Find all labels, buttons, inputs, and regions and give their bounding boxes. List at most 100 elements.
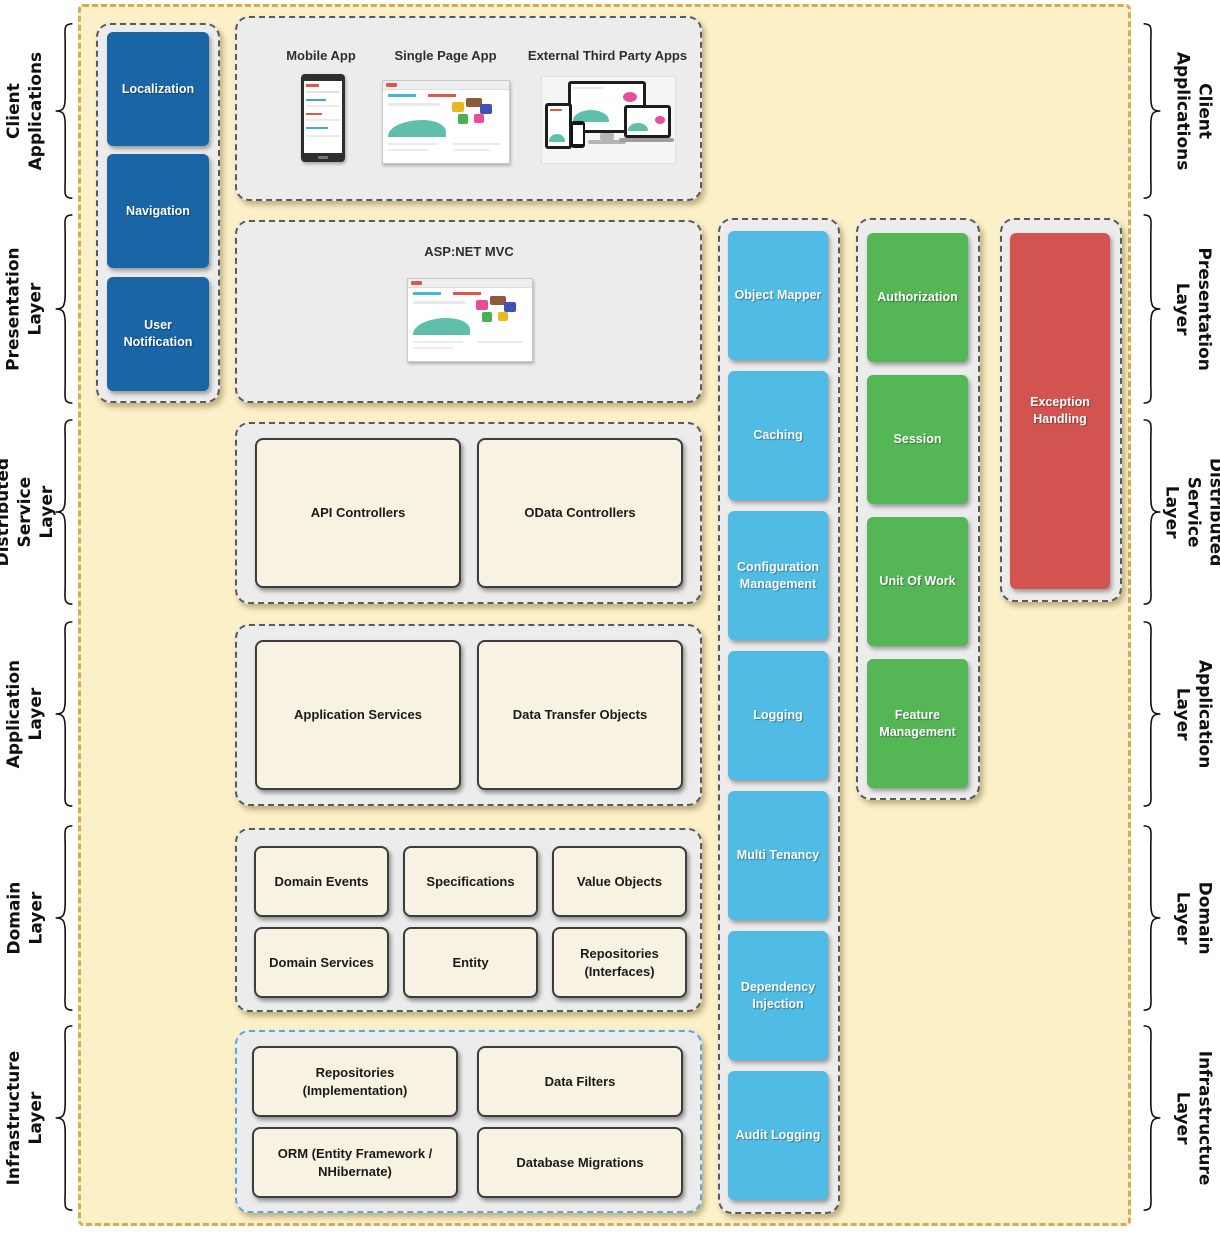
- map-blob: [475, 299, 488, 310]
- box-orm: ORM (Entity Framework / NHibernate): [252, 1127, 458, 1198]
- screen-detail: [388, 149, 428, 151]
- box-specifications: Specifications: [403, 846, 538, 917]
- label-mobile-app: Mobile App: [286, 48, 356, 63]
- box-value-objects: Value Objects: [552, 846, 687, 917]
- map-blob: [451, 101, 464, 112]
- layer-label-right-presentation: Presentation Layer: [1166, 213, 1220, 405]
- map-blob: [479, 103, 492, 114]
- layer-brace-right-1-icon: [1140, 22, 1164, 200]
- layer-label-text: Distributed Service Layer: [0, 457, 58, 567]
- world-map-image: [450, 96, 505, 130]
- phone-frame: [571, 121, 585, 148]
- layer-brace-right-6-icon: [1140, 1024, 1164, 1212]
- screen-detail: [306, 113, 322, 115]
- layer-label-left-client-applications: Client Applications: [0, 22, 50, 200]
- screen-map: [655, 116, 665, 124]
- screen-detail: [413, 341, 463, 343]
- screen-detail: [550, 109, 562, 111]
- browser-toolbar: [383, 81, 509, 90]
- screen-detail: [413, 347, 453, 349]
- map-blob: [489, 295, 506, 305]
- phone-home-button-icon: [318, 156, 328, 159]
- layer-label-right-application: Application Layer: [1166, 620, 1220, 808]
- phone-screen: [573, 125, 583, 144]
- screen-detail: [413, 301, 465, 304]
- box-data-filters: Data Filters: [477, 1046, 683, 1117]
- screen-detail: [306, 135, 340, 137]
- map-blob: [457, 113, 468, 124]
- aspnet-mvc-image: [407, 278, 533, 362]
- box-logging: Logging: [728, 651, 828, 780]
- monitor-stand: [600, 133, 614, 140]
- box-navigation: Navigation: [107, 154, 209, 268]
- layer-label-text: Domain Layer: [3, 881, 46, 955]
- browser-logo-icon: [411, 281, 422, 285]
- box-authorization: Authorization: [867, 233, 968, 362]
- screen-detail: [306, 99, 326, 101]
- layer-brace-right-2-icon: [1140, 213, 1164, 405]
- box-configuration-management: Configuration Management: [728, 511, 828, 640]
- map-blob: [481, 311, 492, 322]
- box-repositories-interfaces: Repositories (Interfaces): [552, 927, 687, 998]
- screen-detail: [306, 105, 340, 107]
- layer-label-text: Domain Layer: [1172, 881, 1215, 955]
- layer-label-left-presentation: Presentation Layer: [0, 213, 50, 405]
- world-map-image: [474, 294, 529, 328]
- laptop-screen: [627, 108, 668, 135]
- browser-logo-icon: [386, 83, 397, 87]
- layer-label-left-application: Application Layer: [0, 620, 50, 808]
- layer-label-text: Application Layer: [1172, 659, 1215, 769]
- layer-brace-right-3-icon: [1140, 418, 1164, 606]
- layer-brace-left-6-icon: [52, 1024, 76, 1212]
- screen-detail: [413, 292, 441, 295]
- screen-chart: [549, 134, 565, 142]
- map-blob: [473, 113, 484, 123]
- label-external-third-party-apps: External Third Party Apps: [527, 48, 688, 63]
- laptop-base: [619, 138, 674, 142]
- layer-label-right-client-applications: Client Applications: [1166, 22, 1220, 200]
- layer-brace-right-5-icon: [1140, 824, 1164, 1012]
- layer-label-text: Distributed Service Layer: [1160, 457, 1220, 567]
- screen-detail: [306, 91, 340, 93]
- tablet-frame: [545, 103, 572, 149]
- screen-detail: [388, 143, 438, 145]
- screen-detail: [388, 103, 440, 106]
- layer-brace-left-4-icon: [52, 620, 76, 808]
- layer-label-left-distributed-service: Distributed Service Layer: [0, 418, 57, 606]
- box-domain-events: Domain Events: [254, 846, 389, 917]
- box-feature-management: Feature Management: [867, 659, 968, 788]
- box-application-services: Application Services: [255, 640, 461, 790]
- box-caching: Caching: [728, 371, 828, 500]
- box-database-migrations: Database Migrations: [477, 1127, 683, 1198]
- layer-label-text: Client Applications: [1172, 51, 1215, 171]
- layer-label-text: Client Applications: [3, 51, 46, 171]
- phone-screen: [304, 81, 342, 153]
- layer-brace-left-3-icon: [52, 418, 76, 606]
- box-data-transfer-objects: Data Transfer Objects: [477, 640, 683, 790]
- tablet-screen: [548, 106, 569, 146]
- layer-label-left-domain: Domain Layer: [0, 824, 50, 1012]
- layer-label-text: Infrastructure Layer: [3, 1050, 47, 1186]
- laptop-screen-frame: [624, 105, 671, 138]
- map-blob: [465, 97, 482, 107]
- dashboard-area-chart: [388, 120, 446, 137]
- box-exception-handling: Exception Handling: [1010, 233, 1110, 589]
- screen-detail: [428, 94, 456, 97]
- box-dependency-injection: Dependency Injection: [728, 931, 828, 1060]
- box-localization: Localization: [107, 32, 209, 146]
- layer-label-text: Application Layer: [3, 659, 46, 769]
- box-odata-controllers: OData Controllers: [477, 438, 683, 588]
- box-domain-services: Domain Services: [254, 927, 389, 998]
- layer-label-left-infrastructure: Infrastructure Layer: [0, 1024, 50, 1212]
- layer-brace-left-2-icon: [52, 213, 76, 405]
- box-api-controllers: API Controllers: [255, 438, 461, 588]
- screen-detail: [306, 84, 319, 87]
- label-single-page-app: Single Page App: [394, 48, 497, 63]
- screen-detail: [478, 341, 522, 343]
- layer-label-text: Presentation Layer: [3, 247, 46, 371]
- screen-detail: [388, 94, 416, 97]
- box-session: Session: [867, 375, 968, 504]
- layer-label-text: Presentation Layer: [1172, 247, 1215, 371]
- dashboard-area-chart: [412, 318, 470, 335]
